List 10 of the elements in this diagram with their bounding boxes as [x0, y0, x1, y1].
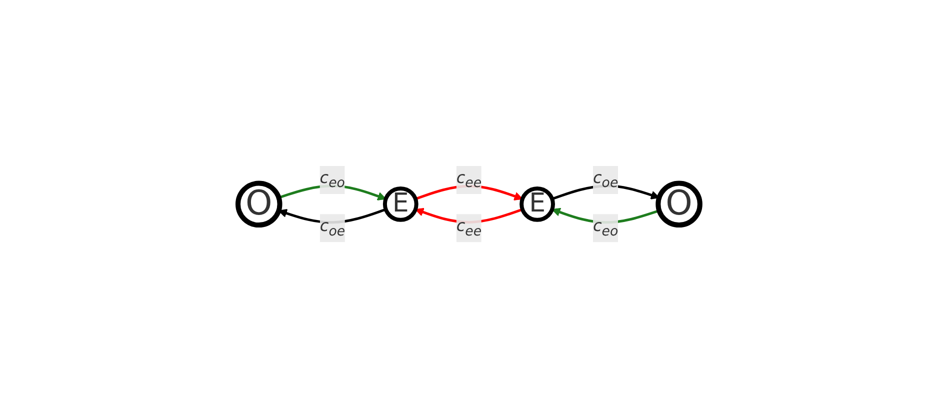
- node-circle: O: [656, 180, 702, 228]
- edge-label: c$_{eo}$: [593, 216, 618, 240]
- node-circle: O: [236, 180, 282, 228]
- edge-label: c$_{eo}$: [320, 168, 345, 192]
- node-circle: E: [382, 186, 418, 222]
- edge-label: c$_{ee}$: [456, 168, 482, 192]
- edge-label: c$_{ee}$: [456, 216, 482, 240]
- node-circle: E: [520, 186, 556, 222]
- edge-label: c$_{oe}$: [593, 168, 618, 192]
- edge-label: c$_{oe}$: [320, 216, 346, 240]
